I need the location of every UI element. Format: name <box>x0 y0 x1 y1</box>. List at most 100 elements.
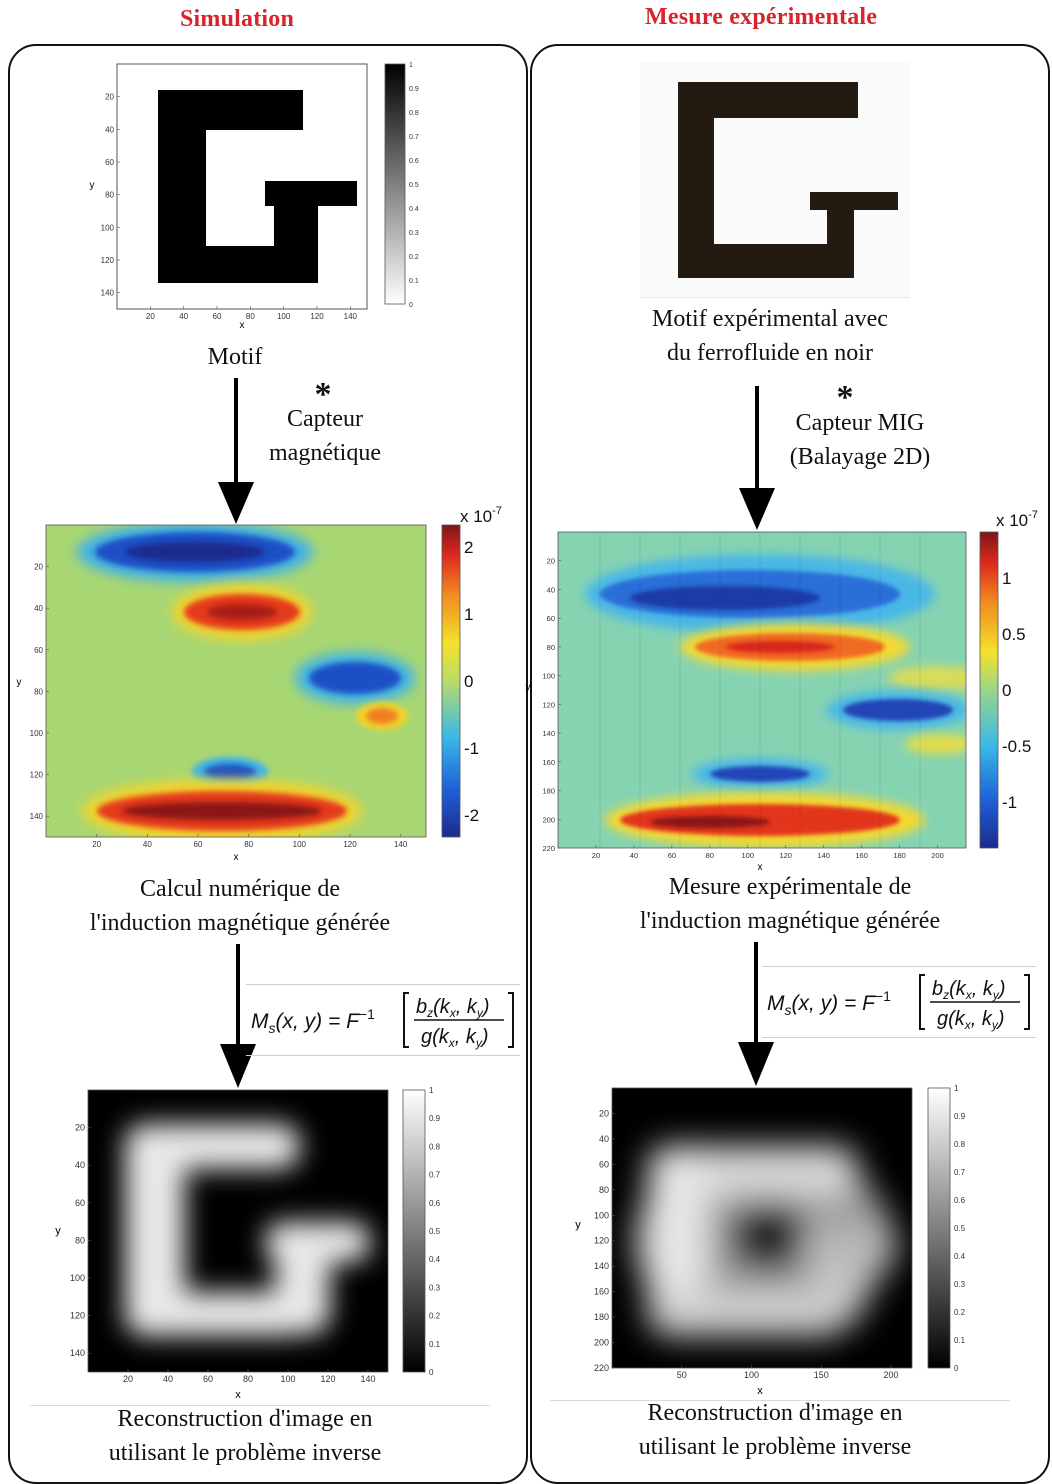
colorbar-tick-label: -0.5 <box>1002 737 1031 756</box>
y-tick-label: 160 <box>542 758 555 767</box>
x-tick-label: 50 <box>677 1370 687 1380</box>
svg-text:g(kx, ky): g(kx, ky) <box>421 1026 489 1050</box>
sim-rec-ylabel: y <box>55 1225 61 1237</box>
colorbar-tick-label: 0.2 <box>409 254 419 261</box>
colorbar-tick-label: 0.6 <box>429 1199 441 1208</box>
x-tick-label: 120 <box>320 1374 335 1384</box>
x-tick-label: 20 <box>146 312 155 321</box>
x-tick-label: 160 <box>855 851 868 860</box>
x-tick-label: 60 <box>194 840 203 849</box>
colorbar-tick-label: 0.5 <box>429 1227 441 1236</box>
arrow-right-1 <box>739 386 775 530</box>
sensor-star-right: * <box>836 379 854 416</box>
x-tick-label: 100 <box>277 312 291 321</box>
x-tick-label: 200 <box>884 1370 899 1380</box>
colorbar-tick-label: 0.1 <box>954 1336 966 1345</box>
y-tick-label: 100 <box>542 672 555 681</box>
y-tick-label: 80 <box>105 191 114 200</box>
y-tick-label: 40 <box>75 1160 85 1170</box>
x-tick-label: 80 <box>244 840 253 849</box>
sim-induction-xlabel: x <box>234 852 239 863</box>
y-tick-label: 120 <box>594 1236 609 1246</box>
y-tick-label: 140 <box>594 1261 609 1271</box>
x-tick-label: 140 <box>394 840 408 849</box>
sim-induction-exp: x 10-7 <box>460 505 502 526</box>
y-tick-label: 20 <box>105 93 114 102</box>
y-tick-label: 200 <box>542 815 555 824</box>
y-tick-label: 20 <box>599 1108 609 1118</box>
x-tick-label: 100 <box>280 1374 295 1384</box>
x-tick-label: 40 <box>630 851 638 860</box>
x-tick-label: 140 <box>360 1374 375 1384</box>
formula-left: Ms(x, y) = F−1 bz(kx, ky) g(kx, ky) <box>246 984 520 1056</box>
y-tick-label: 40 <box>34 604 43 613</box>
exp-induction-colorbar <box>979 531 999 849</box>
colorbar-tick-label: -1 <box>1002 793 1017 812</box>
y-tick-label: 80 <box>599 1185 609 1195</box>
exp-rec-colorbar <box>927 1087 951 1369</box>
sim-induction-caption: Calcul numérique de l'induction magnétiq… <box>89 876 391 936</box>
colorbar-tick-label: -1 <box>464 739 479 758</box>
colorbar-tick-label: 0 <box>1002 681 1011 700</box>
colorbar-tick-label: 0.8 <box>409 110 419 117</box>
motif-ylabel: y <box>90 180 95 191</box>
x-tick-label: 100 <box>744 1370 759 1380</box>
exp-reconstruction-caption: Reconstruction d'image en utilisant le p… <box>638 1400 912 1460</box>
arrow-left-1 <box>218 378 254 524</box>
colorbar-tick-label: 0.4 <box>429 1255 441 1264</box>
colorbar-tick-label: 0.2 <box>429 1312 441 1321</box>
colorbar-tick-label: 0.8 <box>429 1142 441 1151</box>
colorbar-tick-label: 0.3 <box>429 1283 441 1292</box>
x-tick-label: 150 <box>814 1370 829 1380</box>
y-tick-label: 40 <box>599 1134 609 1144</box>
formula-right: Ms(x, y) = F−1 bz(kx, ky) g(kx, ky) <box>762 966 1036 1038</box>
colorbar-tick-label: 0.9 <box>409 86 419 93</box>
y-tick-label: 40 <box>547 585 555 594</box>
y-tick-label: 160 <box>594 1287 609 1297</box>
sim-induction-colorbar <box>441 524 461 838</box>
colorbar-tick-label: 0.2 <box>954 1308 966 1317</box>
colorbar-tick-label: 0.4 <box>409 206 419 213</box>
exp-induction-xlabel: x <box>758 862 763 873</box>
sensor-label-right: Capteur MIG (Balayage 2D) <box>789 410 931 470</box>
sim-rec-xlabel: x <box>235 1389 241 1401</box>
y-tick-label: 120 <box>70 1311 85 1321</box>
sim-induction-ylabel: y <box>17 677 22 688</box>
colorbar-tick-label: 2 <box>464 538 473 557</box>
x-tick-label: 40 <box>143 840 152 849</box>
colorbar-tick-label: 0.3 <box>954 1280 966 1289</box>
y-tick-label: 120 <box>101 256 115 265</box>
motif-colorbar <box>384 63 406 305</box>
sim-rec-colorbar <box>402 1089 426 1373</box>
svg-text:bz(kx, ky): bz(kx, ky) <box>932 978 1006 1002</box>
svg-text:Ms(x, y) = F−1: Ms(x, y) = F−1 <box>251 1006 375 1036</box>
colorbar-tick-label: 0.5 <box>954 1224 966 1233</box>
colorbar-tick-label: 0 <box>409 302 413 309</box>
colorbar-tick-label: 0.6 <box>409 158 419 165</box>
heading-simulation: Simulation <box>180 6 295 32</box>
y-tick-label: 220 <box>594 1363 609 1373</box>
motif-xlabel: x <box>240 320 245 331</box>
y-tick-label: 80 <box>75 1235 85 1245</box>
y-tick-label: 20 <box>34 563 43 572</box>
formula-right-svg: Ms(x, y) = F−1 bz(kx, ky) g(kx, ky) <box>767 974 1030 1032</box>
formula-left-svg: Ms(x, y) = F−1 bz(kx, ky) g(kx, ky) <box>251 992 514 1050</box>
x-tick-label: 120 <box>343 840 357 849</box>
colorbar-tick-label: -2 <box>464 806 479 825</box>
experimental-motif-photo <box>640 62 910 298</box>
x-tick-label: 140 <box>344 312 358 321</box>
photo-caption: Motif expérimental avec du ferrofluide e… <box>652 306 888 366</box>
y-tick-label: 60 <box>75 1198 85 1208</box>
exp-induction-caption: Mesure expérimentale de l'induction magn… <box>639 874 941 934</box>
colorbar-tick-label: 0.1 <box>429 1340 441 1349</box>
arrow-right-2 <box>738 942 774 1086</box>
exp-induction-exp: x 10-7 <box>996 509 1038 530</box>
sensor-star-left: * <box>314 376 332 413</box>
colorbar-tick-label: 0.9 <box>954 1112 966 1121</box>
exp-rec-xlabel: x <box>757 1385 763 1397</box>
sensor-label-left: Capteur magnétique <box>269 406 381 466</box>
